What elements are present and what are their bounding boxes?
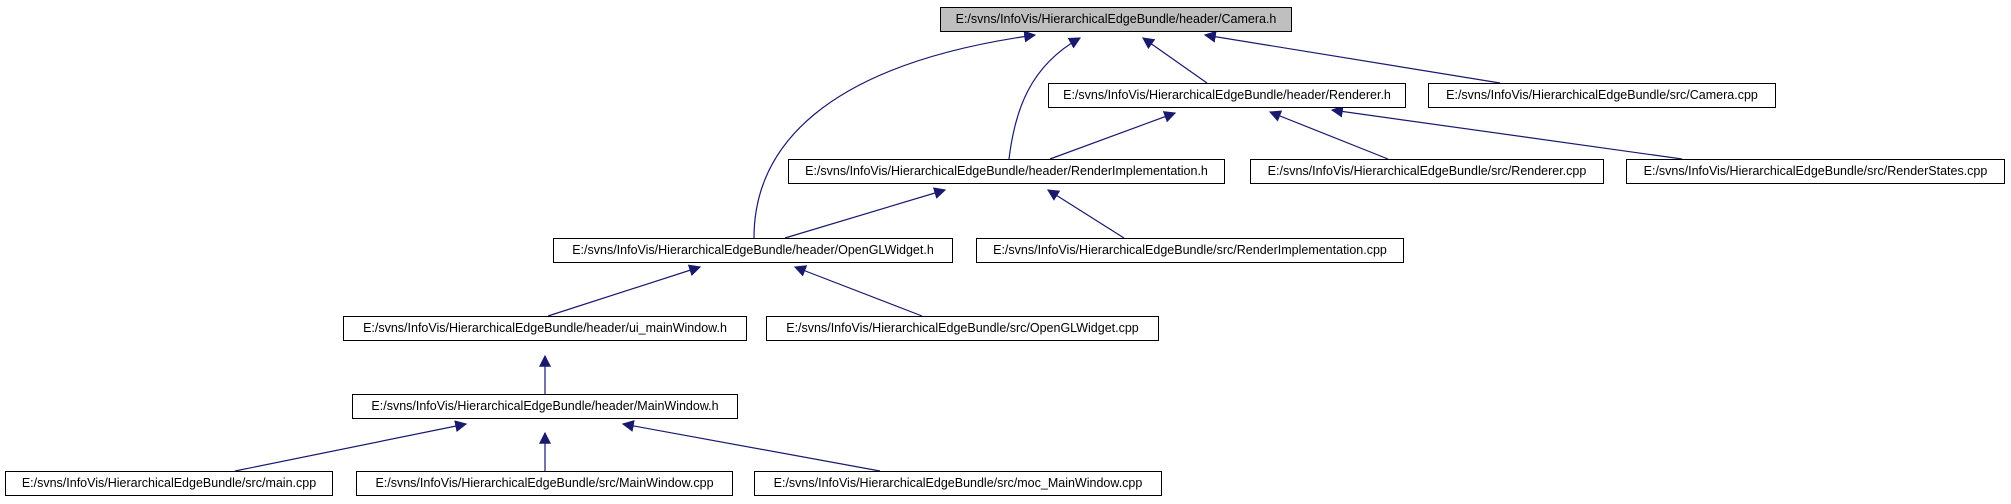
node-main-cpp[interactable]: E:/svns/InfoVis/HierarchicalEdgeBundle/s… [5, 471, 333, 496]
edge-renderimpl-cpp-to-renderimpl-h [1046, 189, 1125, 239]
node-mainwindow-h[interactable]: E:/svns/InfoVis/HierarchicalEdgeBundle/h… [352, 394, 738, 419]
edge-ui-mainwindow-h-to-openglwidget-h [547, 264, 702, 317]
node-renderstates-cpp[interactable]: E:/svns/InfoVis/HierarchicalEdgeBundle/s… [1626, 159, 2005, 184]
node-ui-mainwindow-h[interactable]: E:/svns/InfoVis/HierarchicalEdgeBundle/h… [343, 316, 747, 341]
edge-moc-mainwindow-cpp-to-mainwindow-h [621, 420, 881, 472]
edge-renderer-h-to-camera-h [1142, 37, 1208, 84]
edge-openglwidget-h-to-camera-h [753, 30, 1037, 239]
edge-renderimpl-h-to-camera-h [1008, 37, 1082, 160]
edge-renderstates-cpp-to-renderer-h [1330, 105, 1683, 160]
edge-camera-cpp-to-camera-h [1203, 30, 1501, 84]
edge-renderer-cpp-to-renderer-h [1268, 110, 1389, 160]
node-renderimplementation-cpp[interactable]: E:/svns/InfoVis/HierarchicalEdgeBundle/s… [976, 238, 1404, 263]
node-renderer-h[interactable]: E:/svns/InfoVis/HierarchicalEdgeBundle/h… [1048, 83, 1406, 108]
edge-openglwidget-cpp-to-openglwidget-h [793, 265, 923, 317]
edge-openglwidget-h-to-renderimpl-h [784, 187, 947, 239]
edge-main-cpp-to-mainwindow-h [234, 420, 468, 472]
node-camera-h[interactable]: E:/svns/InfoVis/HierarchicalEdgeBundle/h… [940, 7, 1292, 32]
edge-renderimpl-h-to-renderer-h [1049, 111, 1177, 160]
node-openglwidget-cpp[interactable]: E:/svns/InfoVis/HierarchicalEdgeBundle/s… [766, 316, 1159, 341]
node-renderer-cpp[interactable]: E:/svns/InfoVis/HierarchicalEdgeBundle/s… [1250, 159, 1604, 184]
node-camera-cpp[interactable]: E:/svns/InfoVis/HierarchicalEdgeBundle/s… [1428, 83, 1776, 108]
node-mainwindow-cpp[interactable]: E:/svns/InfoVis/HierarchicalEdgeBundle/s… [356, 471, 733, 496]
node-renderimplementation-h[interactable]: E:/svns/InfoVis/HierarchicalEdgeBundle/h… [788, 159, 1225, 184]
node-openglwidget-h[interactable]: E:/svns/InfoVis/HierarchicalEdgeBundle/h… [553, 238, 953, 263]
node-moc-mainwindow-cpp[interactable]: E:/svns/InfoVis/HierarchicalEdgeBundle/s… [754, 471, 1162, 496]
